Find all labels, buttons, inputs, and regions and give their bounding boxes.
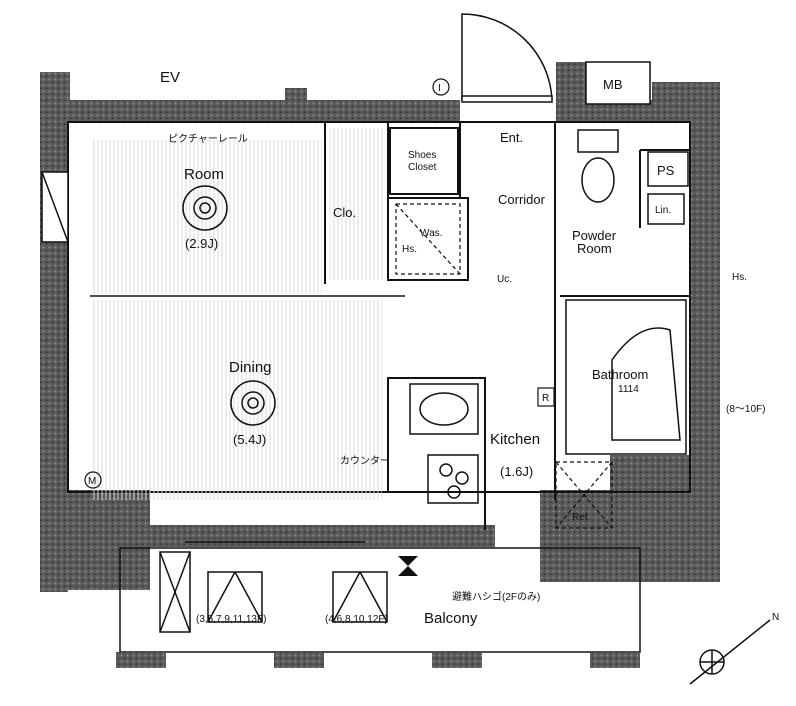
ent-label: Ent. (500, 130, 523, 145)
kitchen-size-label: (1.6J) (500, 464, 533, 479)
balcony-footings (116, 652, 640, 668)
washer (395, 203, 461, 275)
room-label: Room (184, 166, 224, 183)
hs-right-label: Hs. (732, 272, 747, 283)
escape-hatch (398, 556, 418, 576)
shoes-closet-label-1: Shoes (408, 150, 436, 161)
clo-label: Clo. (333, 205, 356, 220)
powder-room-label-2: Room (577, 241, 612, 256)
refrigerator (555, 461, 613, 529)
dining-floor (92, 300, 382, 500)
closet-floor (330, 128, 384, 280)
bathroom-size-label: 1114 (618, 384, 639, 395)
room-floor (92, 140, 322, 294)
compass-icon (689, 619, 771, 685)
compass-n-label: N (772, 612, 779, 623)
balcony (119, 541, 641, 653)
powder-room-label-1: Powder (572, 228, 617, 243)
lin-box (647, 193, 685, 225)
bathroom-label: Bathroom (592, 367, 648, 382)
escape-ladder-label: 避難ハシゴ(2Fのみ) (452, 590, 540, 603)
lin-label: Lin. (655, 205, 671, 216)
floors-right-label: (4,6,8,10,12F) (325, 614, 388, 625)
room-size-label: (2.9J) (185, 236, 218, 251)
marker-m-label: M (88, 476, 96, 487)
hs-small-label: Hs. (402, 244, 417, 255)
kitchen-counter (409, 383, 479, 504)
dining-label: Dining (229, 359, 272, 376)
balcony-label: Balcony (424, 610, 478, 627)
marker-i (432, 78, 450, 96)
corridor-label: Corridor (498, 192, 546, 207)
kitchen-label: Kitchen (490, 431, 540, 448)
mb-box (585, 61, 651, 105)
toilet (577, 129, 619, 203)
mb-label: MB (603, 77, 623, 92)
shoes-closet-label-2: Closet (408, 162, 437, 173)
ref-label: Ref. (572, 512, 590, 523)
uc-label: Uc. (497, 274, 512, 285)
counter-label: カウンター (340, 455, 390, 467)
picture-rail-label: ピクチャーレール (168, 133, 248, 145)
r-marker-box (537, 387, 555, 407)
floors-bath-label: (8～10F) (726, 404, 765, 415)
ps-label: PS (657, 163, 675, 178)
was-label: Was. (420, 228, 442, 239)
dining-size-label: (5.4J) (233, 432, 266, 447)
ev-label: EV (160, 69, 180, 86)
marker-m (84, 471, 102, 489)
ps-box (647, 151, 689, 187)
ceiling-lights (182, 185, 276, 426)
r-marker-label: R (542, 393, 549, 404)
marker-i-label: I (438, 83, 441, 94)
bathtub (565, 299, 687, 455)
left-window (41, 171, 69, 243)
entrance-door (461, 13, 553, 103)
floors-left-label: (3,5,7,9,11,13F) (196, 614, 266, 625)
